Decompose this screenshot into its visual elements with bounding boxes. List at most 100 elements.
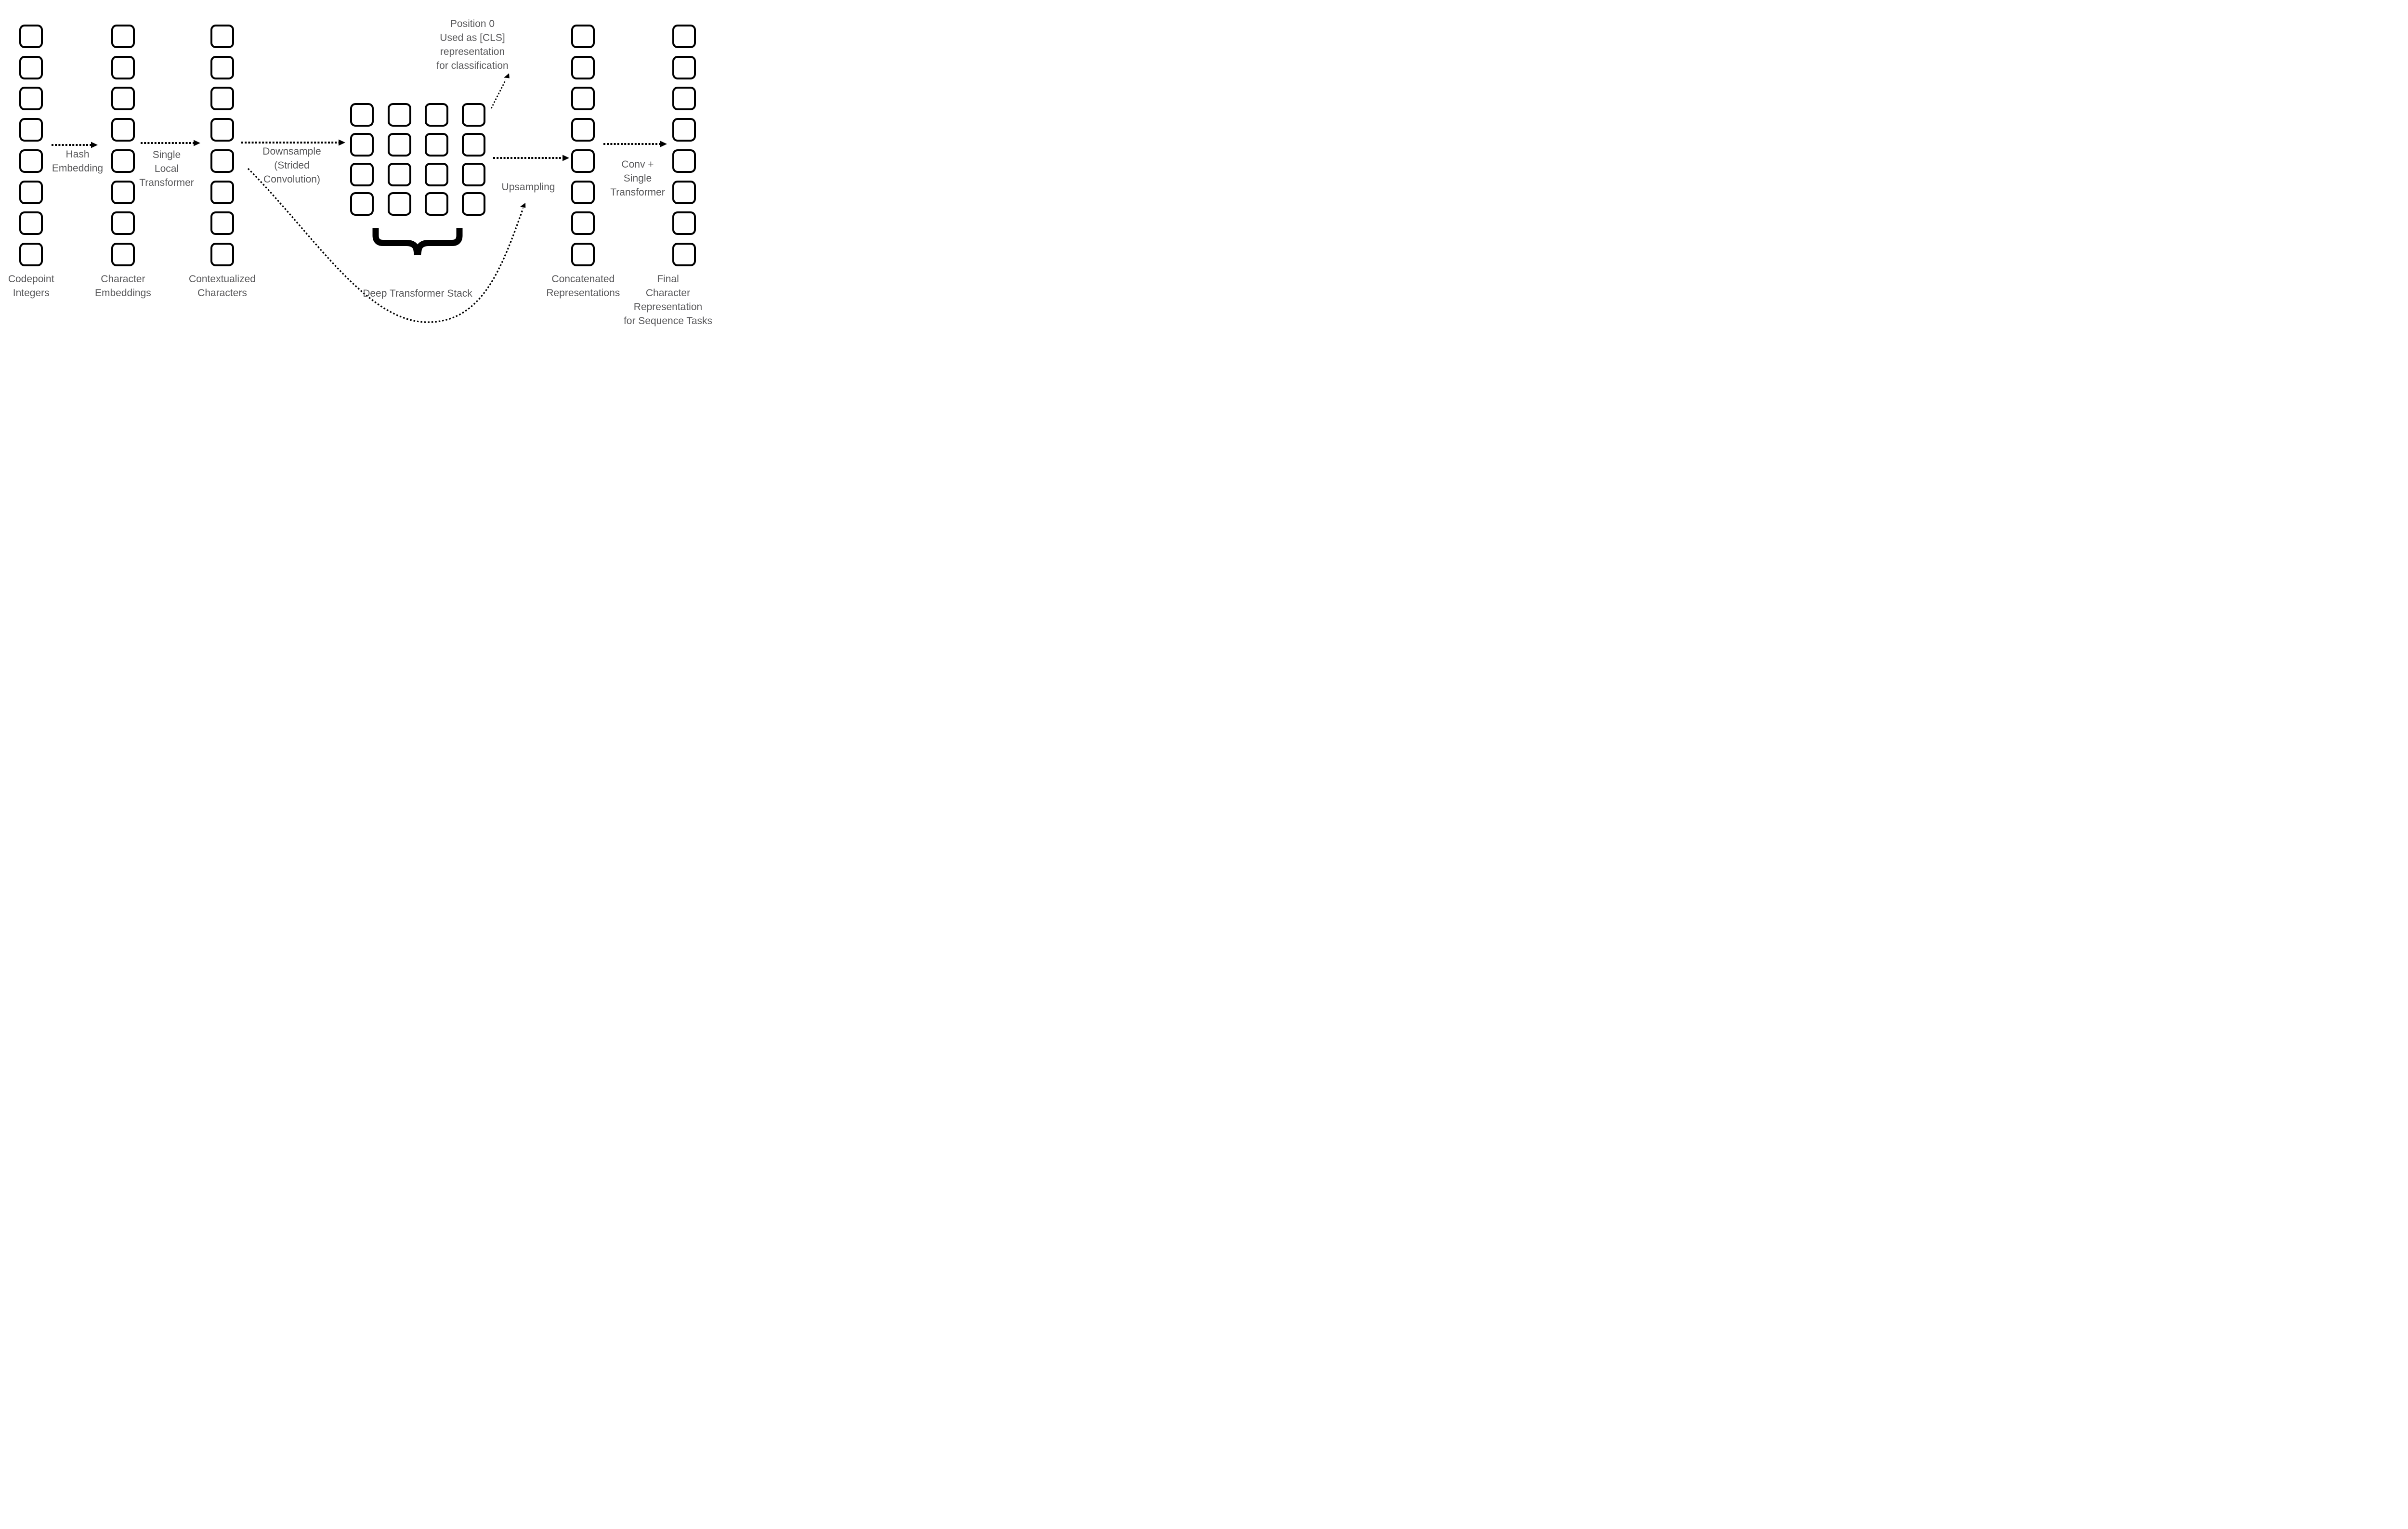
codepoint-integers-square xyxy=(19,25,43,48)
contextualized-characters-square xyxy=(210,87,234,111)
label-line: Representation xyxy=(633,301,703,313)
codepoint-integers-square xyxy=(19,149,43,173)
label-line: Character xyxy=(645,288,691,299)
deep-stack-square xyxy=(350,132,374,157)
final-character-representation-square xyxy=(672,25,696,48)
deep-stack-square xyxy=(387,192,411,216)
conv-single-transformer-arrow-icon xyxy=(603,141,667,147)
label-line: Transformer xyxy=(610,187,665,198)
cls-diagonal-arrow-icon xyxy=(490,73,510,109)
upsampling-arrow-icon xyxy=(493,155,569,161)
contextualized-characters-square xyxy=(210,180,234,204)
deep-stack-square xyxy=(462,132,486,157)
hash-embedding-arrow-icon xyxy=(52,142,98,148)
final-character-representation-square xyxy=(672,242,696,266)
deep-stack-square xyxy=(424,132,448,157)
deep-stack-square xyxy=(387,162,411,186)
label-line: Contextualized xyxy=(189,274,256,285)
label-line: Character xyxy=(101,274,145,285)
single-local-transformer-arrow-icon xyxy=(141,140,200,146)
label-line: Integers xyxy=(13,288,50,299)
deep-stack-square xyxy=(424,162,448,186)
label-line: Concatenated xyxy=(551,274,615,285)
connector-overlay xyxy=(52,73,667,323)
label-line: Characters xyxy=(197,288,247,299)
contextualized-characters-square xyxy=(210,211,234,235)
final-character-representation-square xyxy=(672,55,696,79)
concatenated-representations-square xyxy=(571,118,595,142)
deep-stack-square xyxy=(350,162,374,186)
label-deep-transformer-stack: Deep Transformer Stack xyxy=(363,288,472,299)
deep-stack-square xyxy=(424,192,448,216)
codepoint-integers-square xyxy=(19,180,43,204)
deep-stack-square xyxy=(462,103,486,127)
codepoint-integers-square xyxy=(19,211,43,235)
label-line: Convolution) xyxy=(263,174,320,185)
concatenated-representations-square xyxy=(571,149,595,173)
deep-stack-square xyxy=(387,132,411,157)
character-embeddings-square xyxy=(111,25,135,48)
final-character-representation-square xyxy=(672,180,696,204)
deep-stack-square xyxy=(350,103,374,127)
underbrace-icon xyxy=(372,228,463,256)
label-line: Codepoint xyxy=(8,274,54,285)
concatenated-representations-square xyxy=(571,242,595,266)
final-character-representation-square xyxy=(672,87,696,111)
label-line: Transformer xyxy=(139,177,194,188)
character-embeddings-square xyxy=(111,180,135,204)
label-line: Conv + xyxy=(621,159,654,170)
contextualized-characters-square xyxy=(210,25,234,48)
label-line: for Sequence Tasks xyxy=(623,315,713,327)
codepoint-integers-square xyxy=(19,242,43,266)
final-character-representation-square xyxy=(672,118,696,142)
concatenated-representations-square xyxy=(571,211,595,235)
label-line: Embedding xyxy=(52,163,104,174)
deep-stack-square xyxy=(387,103,411,127)
deep-stack-square xyxy=(424,103,448,127)
contextualized-characters-square xyxy=(210,149,234,173)
concatenated-representations-square xyxy=(571,55,595,79)
label-line: Position 0 xyxy=(450,18,495,29)
skip-connection-curve-icon xyxy=(247,168,526,323)
downsample-arrow-icon xyxy=(241,139,345,146)
label-line: Downsample xyxy=(262,146,321,157)
character-embeddings-square xyxy=(111,149,135,173)
deep-stack-square xyxy=(350,192,374,216)
label-line: Single xyxy=(623,173,652,184)
concatenated-representations-square xyxy=(571,87,595,111)
character-embeddings-square xyxy=(111,242,135,266)
character-embeddings-square xyxy=(111,211,135,235)
deep-stack-square xyxy=(462,192,486,216)
label-upsampling: Upsampling xyxy=(502,180,555,194)
character-embeddings-square xyxy=(111,87,135,111)
codepoint-integers-square xyxy=(19,55,43,79)
label-line: Upsampling xyxy=(501,182,555,193)
label-line: (Strided xyxy=(274,160,310,171)
final-character-representation-square xyxy=(672,149,696,173)
codepoint-integers-square xyxy=(19,87,43,111)
label-line: Hash xyxy=(65,149,90,160)
contextualized-characters-square xyxy=(210,55,234,79)
concatenated-representations-square xyxy=(571,25,595,48)
label-line: Single xyxy=(152,149,181,160)
contextualized-characters-square xyxy=(210,118,234,142)
label-line: for classification xyxy=(436,60,509,71)
label-line: Representations xyxy=(546,288,620,299)
concatenated-representations-square xyxy=(571,180,595,204)
label-line: representation xyxy=(440,46,505,57)
label-line: Final xyxy=(657,274,679,285)
label-line: Embeddings xyxy=(95,288,151,299)
label-line: Used as [CLS] xyxy=(440,32,505,43)
deep-stack-square xyxy=(462,162,486,186)
character-embeddings-square xyxy=(111,118,135,142)
label-line: Local xyxy=(154,163,179,174)
